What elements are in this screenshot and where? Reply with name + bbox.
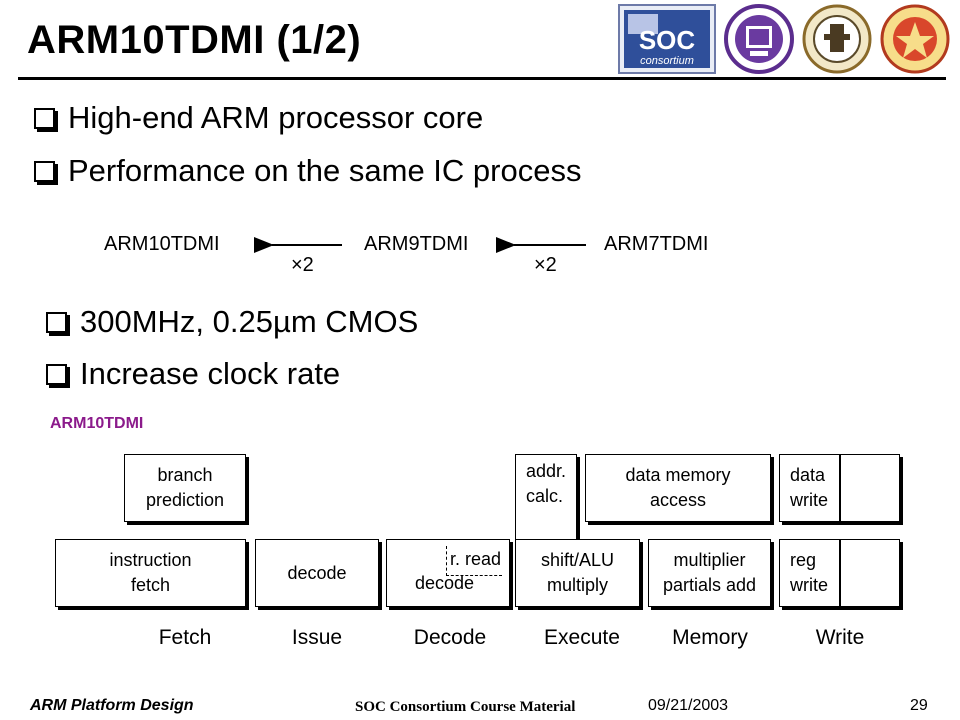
multiplier-label: ×2 [291, 254, 314, 276]
bullet-text: Increase clock rate [80, 356, 341, 391]
core-label-arm10: ARM10TDMI [104, 233, 220, 255]
checkbox-bullet-icon [46, 363, 67, 385]
stage-label-memory: Memory [672, 626, 748, 649]
data-memory-access-box: data memory access [585, 454, 771, 522]
university-seal-1 [724, 4, 794, 74]
pipeline-title: ARM10TDMI [50, 415, 144, 432]
data-write-divider [839, 454, 841, 522]
shift-alu-box: shift/ALU multiply [515, 539, 640, 607]
reg-read-label: r. read [446, 546, 508, 574]
reg-write-divider [839, 539, 841, 607]
university-seal-3 [880, 4, 950, 74]
logo-strip: SOC consortium [618, 4, 950, 74]
branch-prediction-box: branch prediction [124, 454, 246, 522]
checkbox-bullet-icon [46, 311, 67, 333]
multiplier-partials-box: multiplier partials add [648, 539, 771, 607]
stage-label-write: Write [815, 626, 865, 649]
footer-course-title: ARM Platform Design [30, 697, 194, 714]
issue-decode-box: decode [255, 539, 379, 607]
core-label-arm9: ARM9TDMI [364, 233, 469, 255]
performance-comparison: ARM10TDMI ARM9TDMI ARM7TDMI ×2 ×2 [0, 226, 960, 286]
decode-label: decode [415, 573, 475, 593]
bullet-text: High-end ARM processor core [68, 100, 484, 135]
instruction-fetch-box: instruction fetch [55, 539, 246, 607]
reg-read-divider [446, 546, 447, 576]
footer-date: 09/21/2003 [648, 697, 729, 714]
bullet-item: Increase clock rate [46, 356, 340, 392]
checkbox-bullet-icon [34, 160, 55, 182]
footer-material: SOC Consortium Course Material [355, 699, 576, 715]
stage-label-decode: Decode [413, 626, 487, 649]
page-title: ARM10TDMI (1/2) [27, 18, 362, 62]
bullet-text: Performance on the same IC process [68, 153, 582, 188]
title-underline [18, 77, 946, 80]
bullet-item: 300MHz, 0.25µm CMOS [46, 304, 418, 340]
performance-arrows [254, 237, 586, 253]
page-number: 29 [910, 697, 928, 714]
stage-label-issue: Issue [291, 626, 343, 649]
bullet-text: 300MHz, 0.25µm CMOS [80, 304, 419, 339]
svg-text:consortium: consortium [640, 55, 694, 67]
bullet-item: High-end ARM processor core [34, 100, 483, 136]
bullet-item: Performance on the same IC process [34, 153, 581, 189]
stage-label-fetch: Fetch [158, 626, 212, 649]
core-label-arm7: ARM7TDMI [604, 233, 709, 255]
stage-label-execute: Execute [544, 626, 620, 649]
university-seal-2 [802, 4, 872, 74]
reg-read-divider [446, 575, 502, 576]
multiplier-label: ×2 [534, 254, 557, 276]
soc-consortium-logo: SOC consortium [618, 4, 716, 74]
checkbox-bullet-icon [34, 107, 55, 129]
addr-calc-label: addr. calc. [526, 461, 567, 506]
svg-text:SOC: SOC [639, 25, 696, 55]
